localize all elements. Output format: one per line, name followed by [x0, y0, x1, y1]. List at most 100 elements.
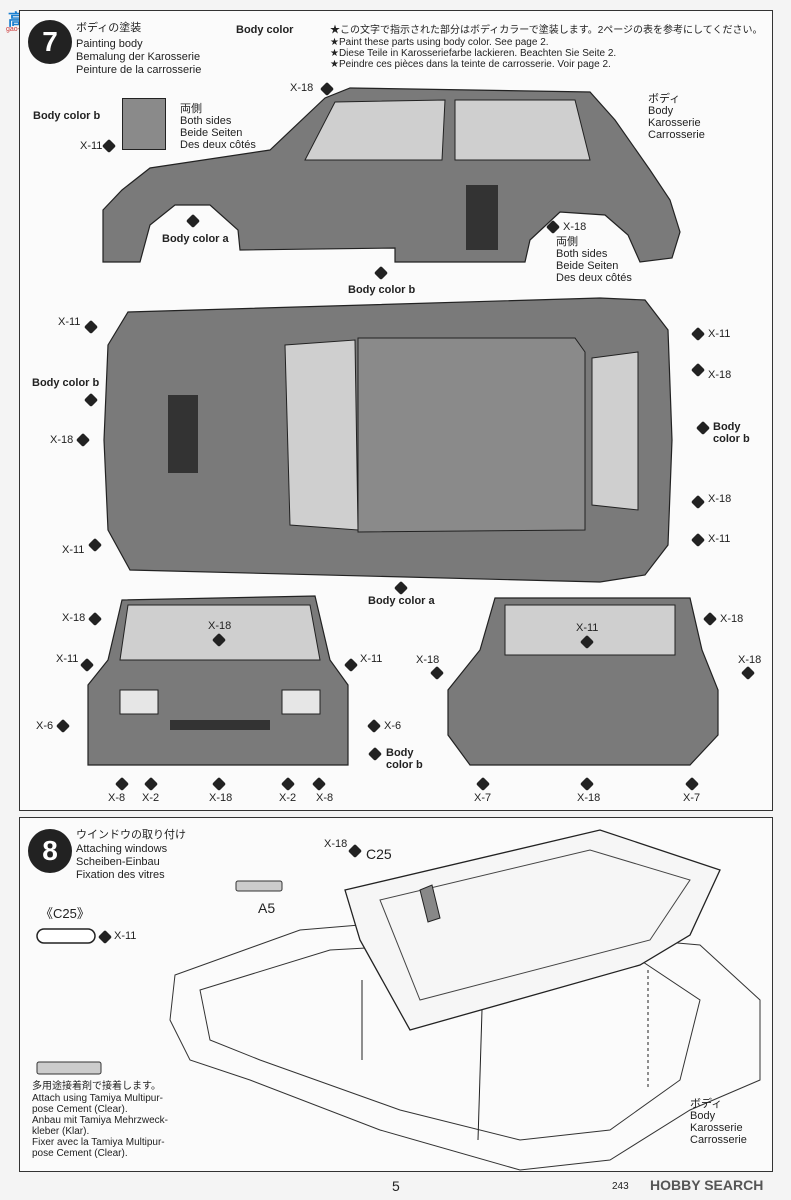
label-body-color-a-side: Body color a: [162, 233, 229, 245]
label-x11-top-right-2: X-11: [708, 533, 731, 545]
label-x18-front-center: X-18: [208, 620, 232, 632]
label-both-ja: 両側: [180, 103, 202, 115]
label-both-fr-2: Des deux côtés: [556, 272, 632, 284]
label-body-ja-step8: ボディ: [690, 1098, 723, 1110]
label-color-b-front: color b: [386, 759, 423, 771]
label-a5: A5: [258, 900, 276, 916]
step8-number: 8: [28, 829, 72, 873]
cement-note-en-1: Attach using Tamiya Multipur-: [32, 1093, 163, 1104]
label-x2-front-right: X-2: [279, 792, 297, 804]
label-body-fr-step8: Carrosserie: [690, 1134, 747, 1146]
step7-title-fr: Peinture de la carrosserie: [76, 64, 202, 76]
label-body-color-b-side: Body color b: [33, 110, 101, 122]
label-x18-front-bottom: X-18: [209, 792, 233, 804]
label-x11-front-left: X-11: [56, 653, 79, 665]
mirror-part-c25: [419, 884, 441, 923]
mirror-part-c25-inset: [36, 928, 96, 944]
label-x2-front-left: X-2: [142, 792, 160, 804]
body-color-note-label: Body color: [236, 24, 294, 36]
footer-code: 243: [612, 1181, 629, 1192]
label-x11-top-left-1: X-11: [58, 316, 81, 328]
label-x18-top-right-2: X-18: [708, 493, 732, 505]
label-body-color-top-right: Body: [713, 421, 741, 433]
cement-note-en-2: pose Cement (Clear).: [32, 1104, 128, 1115]
label-x11-top-left-2: X-11: [62, 544, 85, 556]
label-c25-bracket: 《C25》: [40, 906, 90, 921]
step8-title-en: Attaching windows: [76, 843, 168, 855]
label-x18-rear-left: X-18: [416, 654, 440, 666]
label-x18-top-left: X-18: [50, 434, 74, 446]
step7-title-ja: ボディの塗装: [76, 22, 142, 34]
label-body-en-step8: Body: [690, 1110, 716, 1122]
front-grille: [170, 720, 270, 730]
body-color-note-en: ★Paint these parts using body color. See…: [330, 37, 549, 48]
cement-tube-2: [36, 1061, 102, 1075]
footer-brand: HOBBY SEARCH: [650, 1177, 764, 1193]
cement-note-ja: 多用途接着剤で接着します。: [32, 1081, 161, 1092]
label-x18-rear-right-2: X-18: [738, 654, 762, 666]
step8-title-fr: Fixation des vitres: [76, 869, 165, 881]
side-window-front: [304, 99, 446, 161]
body-color-note-fr: ★Peindre ces pièces dans la teinte de ca…: [330, 59, 611, 70]
label-body-color-front: Body: [386, 747, 414, 759]
page-number: 5: [392, 1178, 400, 1194]
label-x8-front-right: X-8: [316, 792, 334, 804]
cement-note-fr-2: pose Cement (Clear).: [32, 1148, 128, 1159]
label-both-de: Beide Seiten: [180, 127, 243, 139]
label-x11-rear: X-11: [576, 622, 599, 634]
label-x6-front-left: X-6: [36, 720, 54, 732]
label-both-de-2: Beide Seiten: [556, 260, 619, 272]
cement-tube-1: [235, 880, 283, 892]
label-x18-rear-bottom: X-18: [577, 792, 601, 804]
step7-number: 7: [28, 20, 72, 64]
front-windshield: [119, 604, 321, 661]
label-x8-front-left: X-8: [108, 792, 126, 804]
label-color-b-top-right: color b: [713, 433, 750, 445]
label-x11-front-right: X-11: [360, 653, 383, 665]
label-x18-top-right-1: X-18: [708, 369, 732, 381]
label-body-color-b-top: Body color b: [32, 377, 100, 389]
front-headlight-left: [119, 689, 159, 715]
label-body-de-step8: Karosserie: [690, 1122, 743, 1134]
label-x18-c25: X-18: [324, 838, 348, 850]
label-both-fr: Des deux côtés: [180, 139, 256, 151]
label-c25: C25: [366, 846, 392, 862]
inset-door-detail: [122, 98, 166, 150]
top-roof: [357, 337, 586, 533]
step7-title-de: Bemalung der Karosserie: [76, 51, 201, 63]
cement-note-fr-1: Fixer avec la Tamiya Multipur-: [32, 1137, 165, 1148]
top-rear-glass: [591, 351, 639, 511]
label-x18-front-left: X-18: [62, 612, 86, 624]
front-headlight-right: [281, 689, 321, 715]
cement-note-de-1: Anbau mit Tamiya Mehrzweck-: [32, 1115, 168, 1126]
cement-note-de-2: kleber (Klar).: [32, 1126, 90, 1137]
body-color-note-de: ★Diese Teile in Karosseriefarbe lackiere…: [330, 48, 617, 59]
label-body-fr-side: Carrosserie: [648, 129, 705, 141]
label-body-de-side: Karosserie: [648, 117, 701, 129]
label-x18-side-intake: X-18: [563, 221, 587, 233]
label-both-ja-2: 両側: [556, 236, 578, 248]
rear-window: [504, 604, 676, 656]
label-x11-c25: X-11: [114, 930, 137, 942]
label-both-en: Both sides: [180, 115, 232, 127]
body-color-note-ja: ★この文字で指示された部分はボディカラーで塗装します。2ページの表を参考にしてく…: [330, 25, 763, 36]
arrow-2: [477, 1009, 483, 1141]
label-both-en-2: Both sides: [556, 248, 608, 260]
window-glass-part: [344, 829, 721, 1031]
label-x11-top-right-1: X-11: [708, 328, 731, 340]
window-glass-opening: [379, 849, 691, 1001]
side-intake: [466, 185, 498, 250]
label-body-en-side: Body: [648, 105, 674, 117]
label-body-color-b-bottom: Body color b: [348, 284, 416, 296]
label-x11-side: X-11: [80, 140, 103, 152]
label-x7-rear-left: X-7: [474, 792, 492, 804]
hood-vent: [168, 395, 198, 473]
step7-title-en: Painting body: [76, 38, 143, 50]
label-x18-side-top: X-18: [290, 82, 314, 94]
label-x18-rear-right-1: X-18: [720, 613, 744, 625]
label-body-color-a-top: Body color a: [368, 595, 435, 607]
label-x7-rear-right: X-7: [683, 792, 701, 804]
side-window-rear: [454, 99, 591, 161]
